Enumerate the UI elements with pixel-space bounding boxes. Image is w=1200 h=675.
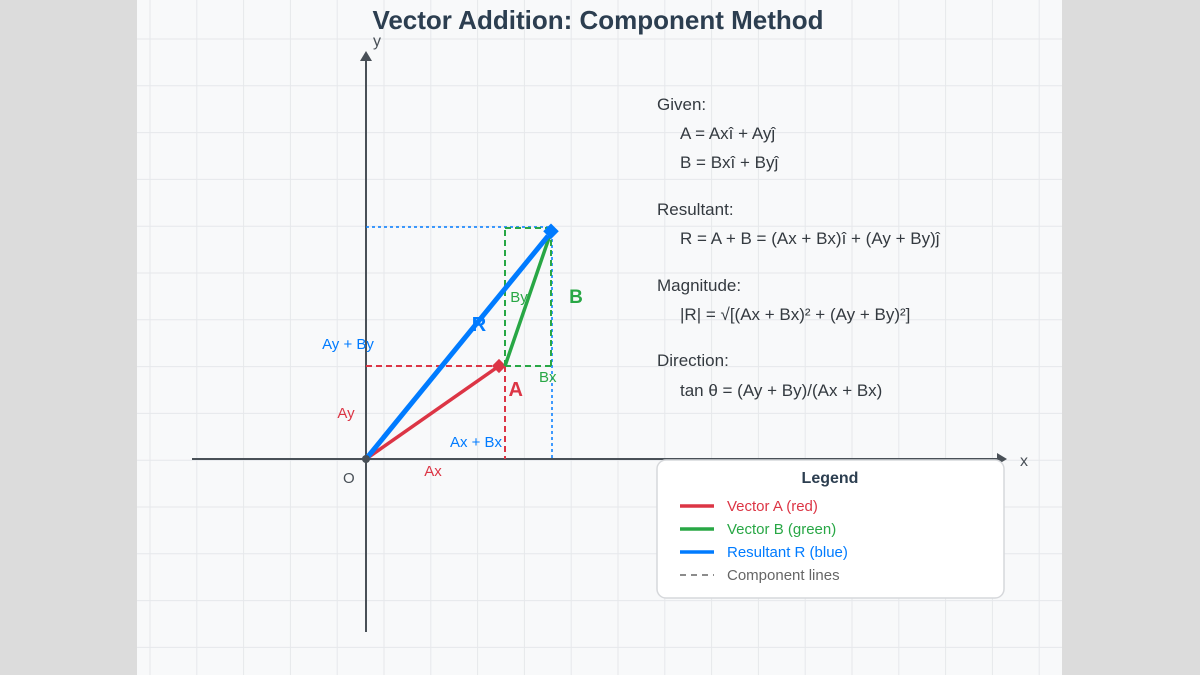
vector-a-arrowhead-icon <box>491 358 507 374</box>
y-axis-label: y <box>373 33 381 50</box>
legend-label: Resultant R (blue) <box>727 544 848 561</box>
equations-panel: Given: A = Axî + Ayĵ B = Bxî + Byĵ Resul… <box>657 95 941 400</box>
vector-a-label: A <box>509 379 523 401</box>
ax-bx-label: Ax + Bx <box>450 434 503 451</box>
ax-label: Ax <box>424 463 442 480</box>
vector-r-arrowhead-icon <box>543 223 559 240</box>
legend-label: Vector B (green) <box>727 521 836 538</box>
given-a-equation: A = Axî + Ayĵ <box>680 124 776 143</box>
vector-r <box>364 234 550 461</box>
diagram-panel: Vector Addition: Component Method x y O … <box>137 0 1062 675</box>
magnitude-heading: Magnitude: <box>657 276 741 295</box>
bx-label: Bx <box>539 369 557 386</box>
resultant-equation: R = A + B = (Ax + Bx)î + (Ay + By)ĵ <box>680 229 941 248</box>
direction-equation: tan θ = (Ay + By)/(Ax + Bx) <box>680 381 882 400</box>
legend-item: Resultant R (blue) <box>680 544 848 561</box>
legend-item: Vector B (green) <box>680 521 836 538</box>
given-heading: Given: <box>657 95 706 114</box>
legend-label: Component lines <box>727 567 840 584</box>
origin-point <box>362 455 370 463</box>
ay-by-label: Ay + By <box>322 336 374 353</box>
direction-heading: Direction: <box>657 351 729 370</box>
vector-b <box>503 234 552 367</box>
vector-b-label: B <box>569 287 583 308</box>
legend-box <box>656 459 1005 599</box>
origin-label: O <box>343 470 355 487</box>
legend-title: Legend <box>802 470 859 487</box>
resultant-heading: Resultant: <box>657 200 734 219</box>
vector-r-label: R <box>472 314 487 336</box>
ay-label: Ay <box>337 405 355 422</box>
legend-label: Vector A (red) <box>727 498 818 515</box>
vector-diagram: Vector Addition: Component Method x y O … <box>137 0 1062 675</box>
y-axis-arrow-icon <box>360 51 372 61</box>
x-axis-label: x <box>1020 453 1028 470</box>
magnitude-equation: |R| = √[(Ax + Bx)² + (Ay + By)²] <box>680 305 910 324</box>
vector-a <box>364 364 501 461</box>
legend: Legend Vector A (red) Vector B (green) Res… <box>656 459 1005 599</box>
page-title: Vector Addition: Component Method <box>372 5 823 35</box>
legend-item: Component lines <box>680 567 840 584</box>
given-b-equation: B = Bxî + Byĵ <box>680 153 779 172</box>
legend-item: Vector A (red) <box>680 498 818 515</box>
by-label: By <box>510 289 528 306</box>
